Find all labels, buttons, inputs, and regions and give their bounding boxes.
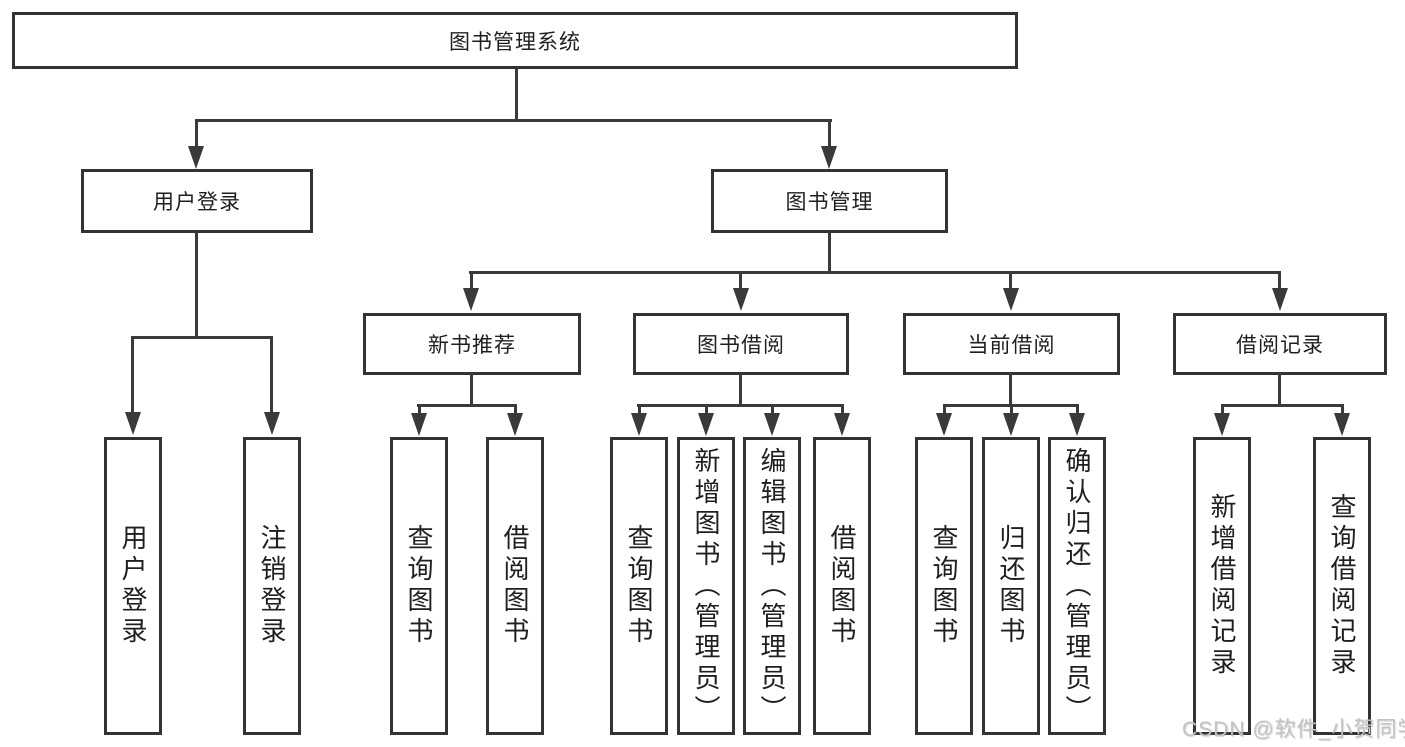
connector-line: [739, 373, 742, 407]
connector-line: [943, 404, 946, 416]
node-book-management: 图书管理: [711, 169, 948, 233]
connector-line: [1278, 373, 1281, 407]
node-label: 借阅记录: [1236, 334, 1324, 357]
connector-line: [739, 271, 742, 290]
arrow-down-icon: [125, 412, 141, 435]
node-current-borrow: 当前借阅: [903, 313, 1120, 375]
arrow-down-icon: [1214, 413, 1230, 436]
leaf-label: 查询图书: [929, 524, 959, 648]
node-user-login: 用户登录: [81, 169, 313, 233]
arrow-down-icon: [1272, 288, 1288, 311]
arrow-down-icon: [463, 288, 479, 311]
leaf-logout: 注销登录: [243, 437, 301, 735]
leaf-label: 确认归还（管理员）: [1062, 446, 1092, 726]
connector-line: [470, 271, 473, 290]
node-label: 图书管理: [785, 191, 874, 214]
arrow-down-icon: [764, 413, 780, 436]
connector-line: [418, 404, 421, 416]
node-borrow-records: 借阅记录: [1173, 313, 1387, 375]
arrow-down-icon: [1069, 413, 1085, 436]
leaf-label: 新增图书（管理员）: [691, 446, 721, 726]
arrow-down-icon: [821, 146, 837, 169]
leaf-label: 借阅图书: [827, 524, 857, 648]
arrow-down-icon: [733, 288, 749, 311]
leaf-label: 用户登录: [118, 524, 148, 648]
connector-line: [1221, 404, 1344, 407]
leaf-label: 编辑图书（管理员）: [757, 446, 787, 726]
connector-line: [1278, 271, 1281, 290]
arrow-down-icon: [264, 412, 280, 435]
connector-line: [131, 336, 134, 413]
arrow-down-icon: [631, 413, 647, 436]
leaf-edit-books-admin: 编辑图书（管理员）: [743, 437, 801, 735]
arrow-down-icon: [188, 146, 204, 169]
connector-line: [195, 119, 198, 149]
connector-line: [1221, 404, 1224, 416]
node-root-label: 图书管理系统: [449, 30, 581, 54]
connector-line: [841, 404, 844, 416]
connector-line: [417, 404, 517, 407]
connector-line: [131, 336, 273, 339]
arrow-down-icon: [698, 413, 714, 436]
leaf-confirm-return-admin: 确认归还（管理员）: [1048, 437, 1106, 735]
leaf-borrow-books-2: 借阅图书: [813, 437, 871, 735]
leaf-label: 查询图书: [624, 524, 654, 648]
connector-line: [1341, 404, 1344, 416]
connector-line: [771, 404, 774, 416]
leaf-query-books-3: 查询图书: [915, 437, 973, 735]
node-label: 当前借阅: [967, 334, 1056, 357]
connector-line: [195, 119, 832, 122]
leaf-query-books-2: 查询图书: [610, 437, 668, 735]
leaf-add-books-admin: 新增图书（管理员）: [677, 437, 735, 735]
leaf-query-books-1: 查询图书: [390, 437, 448, 735]
node-label: 图书借阅: [697, 334, 785, 357]
connector-line: [705, 404, 708, 416]
leaf-return-books: 归还图书: [982, 437, 1040, 735]
node-root: 图书管理系统: [12, 12, 1018, 69]
leaf-user-login: 用户登录: [104, 437, 162, 735]
arrow-down-icon: [834, 413, 850, 436]
node-new-book-recommend: 新书推荐: [363, 313, 581, 375]
leaf-label: 借阅图书: [500, 524, 530, 648]
node-label: 新书推荐: [428, 334, 516, 357]
connector-line: [637, 404, 844, 407]
connector-line: [469, 271, 1281, 274]
connector-line: [515, 69, 518, 122]
connector-line: [270, 336, 273, 413]
leaf-label: 新增借阅记录: [1207, 493, 1237, 679]
connector-line: [1009, 373, 1012, 407]
connector-line: [1010, 404, 1013, 416]
connector-line: [1076, 404, 1079, 416]
connector-line: [195, 231, 198, 339]
leaf-query-borrow-record: 查询借阅记录: [1313, 437, 1371, 735]
arrow-down-icon: [1003, 288, 1019, 311]
connector-line: [828, 231, 831, 273]
leaf-label: 查询图书: [404, 524, 434, 648]
leaf-add-borrow-record: 新增借阅记录: [1193, 437, 1251, 735]
connector-line: [828, 119, 831, 149]
leaf-label: 注销登录: [257, 524, 287, 648]
csdn-watermark: CSDN @软件_小贺同学: [1182, 718, 1405, 741]
connector-line: [1009, 271, 1012, 290]
arrow-down-icon: [1334, 413, 1350, 436]
arrow-down-icon: [1003, 413, 1019, 436]
leaf-borrow-books-1: 借阅图书: [486, 437, 544, 735]
connector-line: [470, 373, 473, 407]
arrow-down-icon: [411, 413, 427, 436]
leaf-label: 归还图书: [996, 524, 1026, 648]
leaf-label: 查询借阅记录: [1327, 493, 1357, 679]
node-label: 用户登录: [153, 191, 241, 214]
connector-line: [638, 404, 641, 416]
arrow-down-icon: [936, 413, 952, 436]
arrow-down-icon: [507, 413, 523, 436]
connector-line: [514, 404, 517, 416]
node-book-borrow: 图书借阅: [633, 313, 849, 375]
